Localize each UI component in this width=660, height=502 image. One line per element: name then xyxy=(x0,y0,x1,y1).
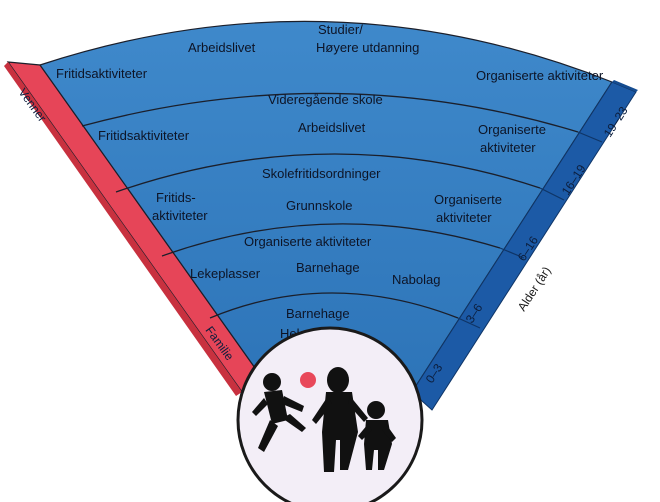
band5-barnehage: Barnehage xyxy=(286,306,350,321)
band1-hoyere-utdanning: Høyere utdanning xyxy=(316,40,419,55)
band1-arbeidslivet: Arbeidslivet xyxy=(188,40,256,55)
band-divider-4 xyxy=(209,292,459,319)
band4-barnehage: Barnehage xyxy=(296,260,360,275)
left-side-edge xyxy=(4,62,242,396)
band4-nabolag: Nabolag xyxy=(392,272,440,287)
band-divider-1 xyxy=(81,92,579,133)
band2-fritidsaktiviteter: Fritidsaktiviteter xyxy=(98,128,190,143)
band1-organiserte-aktiviteter: Organiserte aktiviteter xyxy=(476,68,604,83)
band3-fritids: Fritids- xyxy=(156,190,196,205)
band4-lekeplasser: Lekeplasser xyxy=(190,266,261,281)
children-playing-icon xyxy=(236,326,424,502)
age-divider-1 xyxy=(577,131,603,143)
band2-organiserte: Organiserte xyxy=(478,122,546,137)
band3-grunnskole: Grunnskole xyxy=(286,198,352,213)
band4-organiserte-aktiviteter: Organiserte aktiviteter xyxy=(244,234,372,249)
ball-icon xyxy=(300,372,316,388)
band3-skolefritidsordninger: Skolefritidsordninger xyxy=(262,166,381,181)
band1-studier: Studier/ xyxy=(318,22,363,37)
band-divider-2 xyxy=(115,153,541,193)
age-divider-4 xyxy=(457,317,481,329)
age-divider-3 xyxy=(499,247,525,259)
band3-organiserte: Organiserte xyxy=(434,192,502,207)
band3-aktiviteter-right: aktiviteter xyxy=(436,210,492,225)
age-divider-2 xyxy=(539,187,565,201)
band2-arbeidslivet: Arbeidslivet xyxy=(298,120,366,135)
band2-videregaende-skole: Videregående skole xyxy=(268,92,383,107)
band2-aktiviteter: aktiviteter xyxy=(480,140,536,155)
right-side-top xyxy=(612,80,638,92)
band-divider-3 xyxy=(161,223,501,257)
band1-fritidsaktiviteter: Fritidsaktiviteter xyxy=(56,66,148,81)
band3-aktiviteter-left: aktiviteter xyxy=(152,208,208,223)
